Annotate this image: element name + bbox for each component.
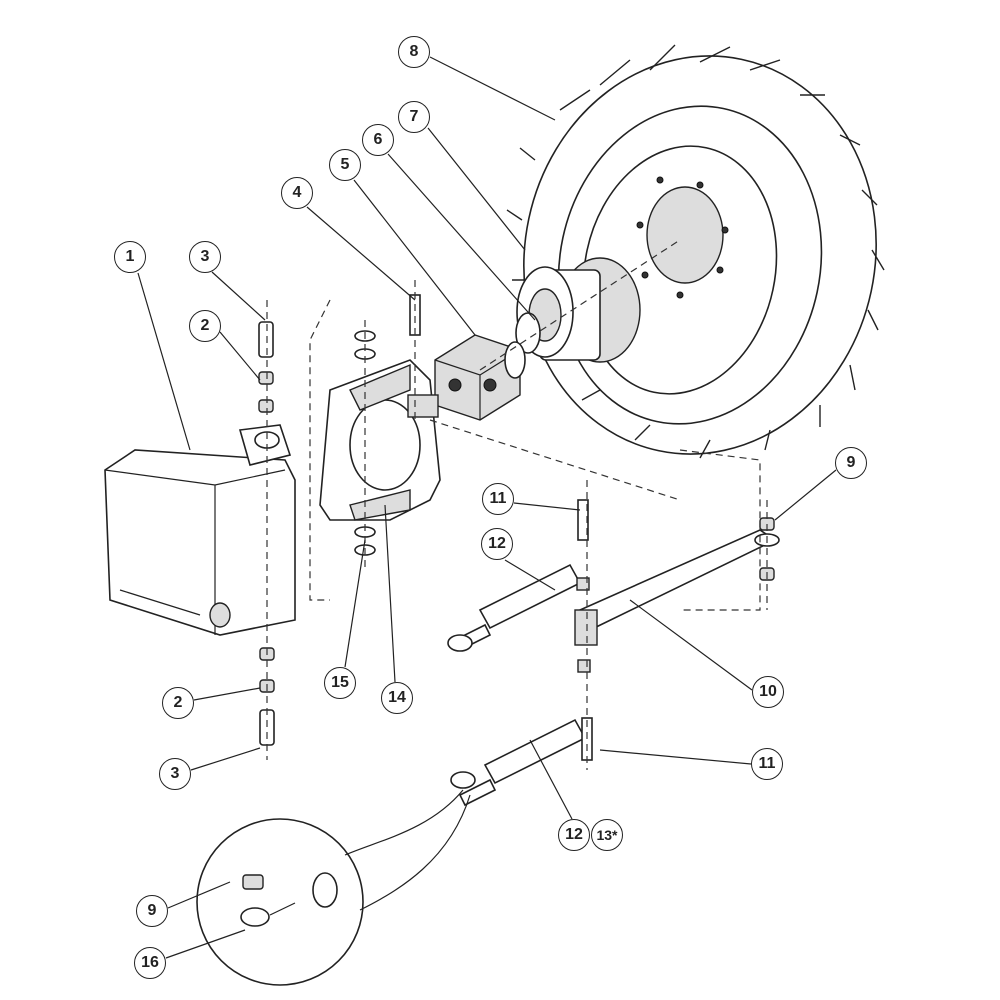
callout-14: 14 (381, 682, 413, 714)
callout-2-upper: 2 (189, 310, 221, 342)
wheel-hub (516, 257, 641, 363)
hydraulic-cylinder-upper (447, 499, 590, 652)
callout-9-upper: 9 (835, 447, 867, 479)
callout-16: 16 (134, 947, 166, 979)
callout-3-lower: 3 (159, 758, 191, 790)
detail-view (196, 789, 471, 986)
assembly-lines (266, 239, 768, 770)
callout-5: 5 (329, 149, 361, 181)
callout-8: 8 (398, 36, 430, 68)
callout-2-lower: 2 (162, 687, 194, 719)
hydraulic-motor (434, 334, 526, 421)
callout-12-lower: 12 (558, 819, 590, 851)
callout-13: 13* (591, 819, 623, 851)
callout-3-upper: 3 (189, 241, 221, 273)
callout-15: 15 (324, 667, 356, 699)
steering-bracket (319, 359, 441, 521)
callout-10: 10 (752, 676, 784, 708)
callout-9-lower: 9 (136, 895, 168, 927)
callout-11-lower: 11 (751, 748, 783, 780)
callout-7: 7 (398, 101, 430, 133)
callout-1: 1 (114, 241, 146, 273)
callout-12-upper: 12 (481, 528, 513, 560)
hydraulic-cylinder-lower (450, 659, 593, 807)
steering-arm (574, 517, 780, 646)
tire (506, 44, 885, 459)
leader-lines (137, 56, 837, 959)
callout-6: 6 (362, 124, 394, 156)
callout-11-upper: 11 (482, 483, 514, 515)
callout-4: 4 (281, 177, 313, 209)
bushings-pins-left (254, 321, 280, 746)
